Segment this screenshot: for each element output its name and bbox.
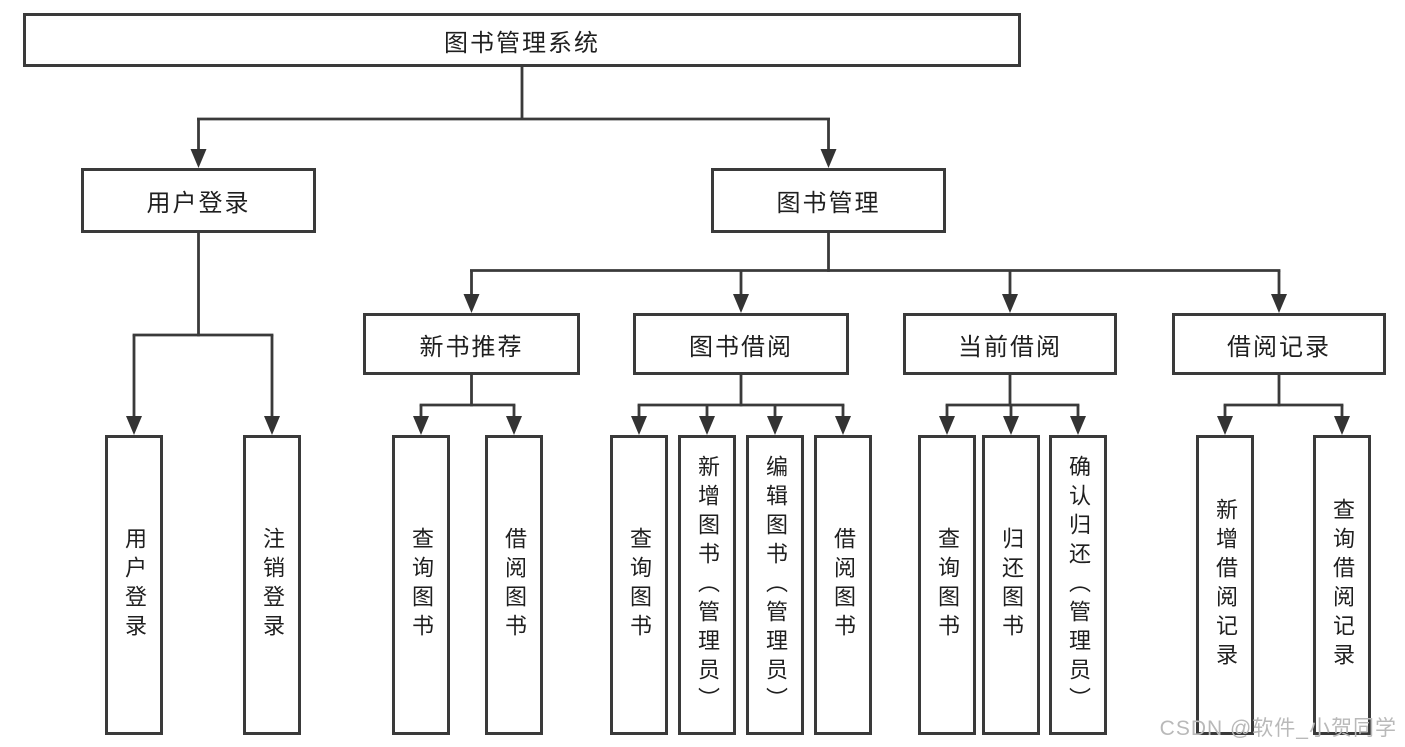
leaf-add-borrow-record: 新增借阅记录 [1196,435,1254,735]
node-new-book-recommend-label: 新书推荐 [419,333,524,361]
node-current-borrow-label: 当前借阅 [958,333,1062,361]
leaf-query-books-current: 查询图书 [918,435,976,735]
leaf-borrow-books-borrow-label: 借阅图书 [831,527,856,643]
node-book-borrow-label: 图书借阅 [689,333,793,361]
node-current-borrow: 当前借阅 [903,313,1117,375]
leaf-borrow-books-newbook-label: 借阅图书 [502,527,527,643]
node-library-system: 图书管理系统 [23,13,1021,67]
leaf-edit-books-admin-label: 编辑图书（管理员） [763,454,788,716]
leaf-query-borrow-record-label: 查询借阅记录 [1330,498,1355,672]
leaf-confirm-return-admin: 确认归还（管理员） [1049,435,1107,735]
node-library-system-label: 图书管理系统 [444,29,600,57]
leaf-return-books: 归还图书 [982,435,1040,735]
node-book-management-label: 图书管理 [776,190,881,217]
leaf-borrow-books-newbook: 借阅图书 [485,435,543,735]
leaf-query-borrow-record: 查询借阅记录 [1313,435,1371,735]
leaf-confirm-return-admin-label: 确认归还（管理员） [1066,454,1091,716]
leaf-return-books-label: 归还图书 [999,527,1024,643]
leaf-borrow-books-borrow: 借阅图书 [814,435,872,735]
leaf-query-books-borrow-label: 查询图书 [627,527,652,643]
leaf-add-books-admin: 新增图书（管理员） [678,435,736,735]
node-borrow-records: 借阅记录 [1172,313,1386,375]
csdn-watermark: CSDN @软件_小贺同学 [1159,717,1397,740]
node-user-login: 用户登录 [81,168,316,233]
leaf-edit-books-admin: 编辑图书（管理员） [746,435,804,735]
leaf-query-books-newbook-label: 查询图书 [409,527,434,643]
node-new-book-recommend: 新书推荐 [363,313,580,375]
leaf-add-borrow-record-label: 新增借阅记录 [1213,498,1238,672]
leaf-logout: 注销登录 [243,435,301,735]
node-book-management: 图书管理 [711,168,946,233]
leaf-user-login-label: 用户登录 [122,527,147,643]
node-borrow-records-label: 借阅记录 [1227,333,1331,361]
leaf-logout-label: 注销登录 [260,527,285,643]
node-user-login-label: 用户登录 [146,190,251,217]
leaf-query-books-current-label: 查询图书 [935,527,960,643]
leaf-user-login: 用户登录 [105,435,163,735]
leaf-query-books-borrow: 查询图书 [610,435,668,735]
leaf-add-books-admin-label: 新增图书（管理员） [695,454,720,716]
leaf-query-books-newbook: 查询图书 [392,435,450,735]
node-book-borrow: 图书借阅 [633,313,849,375]
